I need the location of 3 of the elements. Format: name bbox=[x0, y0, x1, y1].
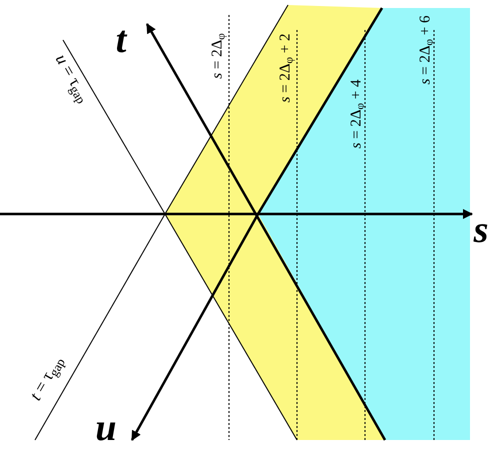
axis-label: s bbox=[474, 211, 488, 249]
axis-label: t bbox=[116, 21, 126, 59]
axis-label: u bbox=[95, 409, 117, 447]
